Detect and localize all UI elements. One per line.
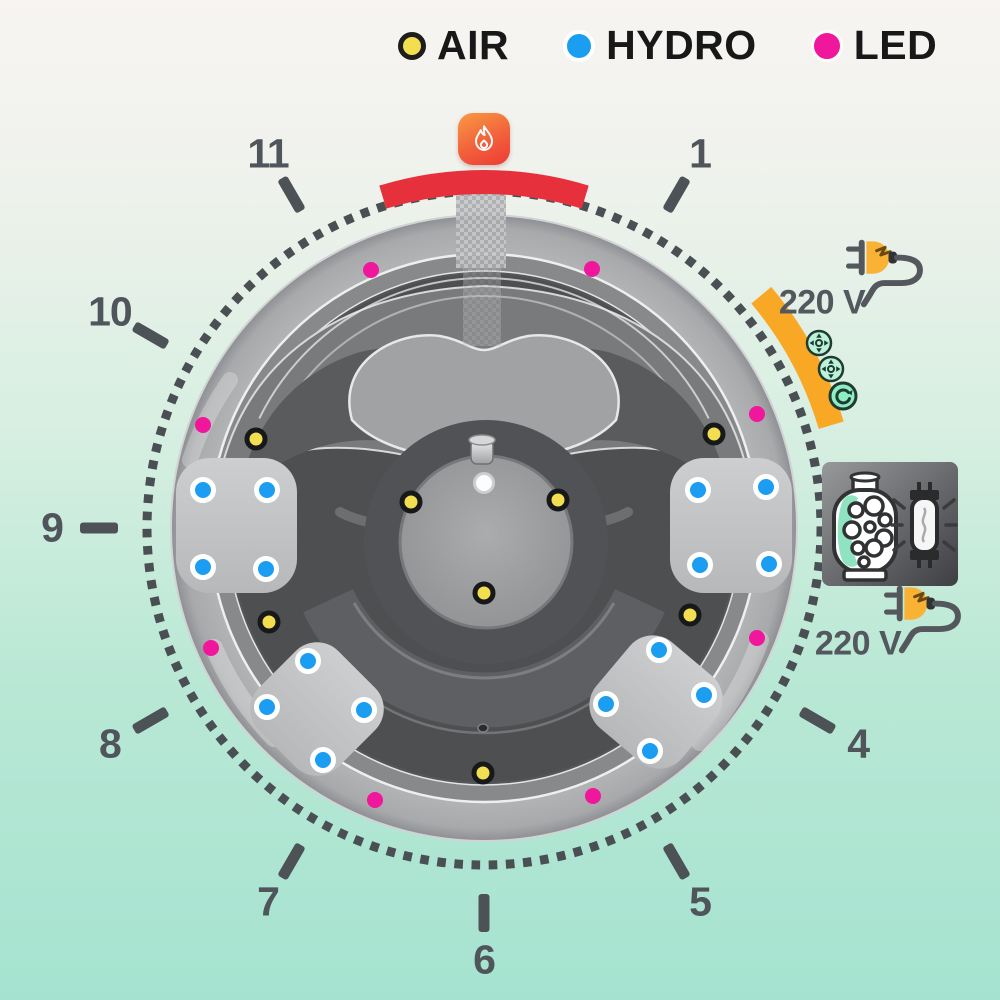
power-zone-arc	[751, 286, 844, 430]
clock-number-5: 5	[689, 878, 712, 925]
clock-number-8: 8	[98, 720, 122, 767]
legend-item-led: LED	[810, 22, 938, 69]
air-jet-dot	[678, 603, 702, 627]
clock-number-6: 6	[473, 936, 496, 983]
hydro-jet-dot	[646, 637, 672, 663]
legend-item-air: AIR	[398, 22, 509, 69]
hydro-jet-dot	[254, 694, 280, 720]
led-light-dot	[363, 262, 379, 278]
drain	[477, 723, 489, 733]
clock-number-4: 4	[847, 720, 870, 767]
clock-number-1: 1	[689, 130, 712, 177]
hydro-jet-dot	[753, 474, 779, 500]
hydro-jet-dot	[254, 477, 280, 503]
legend-item-hydro: HYDRO	[563, 22, 757, 69]
air-jet-dot	[399, 490, 423, 514]
filter-pump-icon	[832, 471, 898, 582]
seat-pad-bottom-right	[589, 635, 723, 769]
led-light-dot	[749, 406, 765, 422]
clock-tick	[80, 522, 118, 534]
spa-light-dot	[473, 472, 495, 494]
air-jet-dot	[471, 761, 495, 785]
chrome-fitting	[468, 434, 496, 465]
uv-lamp-icon	[890, 482, 958, 568]
air-jet-dot	[472, 581, 496, 605]
hydro-jet-dot	[756, 551, 782, 577]
air-jet-dot	[702, 422, 726, 446]
clock-tick	[478, 894, 490, 932]
air-jet-dot	[257, 610, 281, 634]
power-plug-top-icon	[846, 239, 923, 308]
flame-icon	[475, 125, 493, 151]
air-jet-dot	[546, 488, 570, 512]
hydro-jet-dot	[310, 747, 336, 773]
air-control-icons	[805, 329, 858, 411]
hydro-jet-dot	[190, 554, 216, 580]
hydro-jet-dot	[295, 648, 321, 674]
led-light-dot	[367, 792, 383, 808]
led-light-dot	[749, 630, 765, 646]
hydro-jet-dot	[253, 556, 279, 582]
hydro-jet-dot	[691, 682, 717, 708]
equipment-box	[822, 462, 958, 586]
hydro-jet-dot	[351, 697, 377, 723]
voltage-label-bottom: 220 V	[814, 624, 902, 663]
hydro-jet-icon	[563, 29, 596, 62]
seat-pad-bottom-left	[250, 642, 384, 776]
power-plug-bottom-icon	[884, 585, 961, 654]
footwell	[303, 420, 665, 735]
legend-label: HYDRO	[606, 22, 757, 68]
air-flow-control-icon	[805, 329, 833, 357]
clock-number-10: 10	[88, 288, 133, 335]
led-light-dot	[195, 417, 211, 433]
hydro-jet-dot	[190, 477, 216, 503]
led-light-dot	[584, 261, 600, 277]
hydro-jet-dot	[593, 691, 619, 717]
heater-icon	[458, 113, 510, 165]
air-flow-control-icon	[817, 355, 845, 383]
air-jet-dot	[244, 427, 268, 451]
rotate-control-icon	[828, 381, 858, 411]
hydro-jet-dot	[685, 477, 711, 503]
air-jet-icon	[398, 31, 426, 60]
heater-zone-arc	[379, 169, 589, 209]
led-light-dot	[203, 640, 219, 656]
waterfall-feature	[456, 174, 506, 346]
hydro-jet-dot	[687, 552, 713, 578]
legend: AIR HYDRO LED	[398, 22, 937, 69]
legend-label: AIR	[437, 22, 510, 68]
clock-number-9: 9	[41, 504, 64, 551]
legend-label: LED	[853, 22, 938, 68]
led-light-icon	[810, 29, 843, 62]
voltage-label-top: 220 V	[778, 283, 866, 322]
clock-number-7: 7	[257, 878, 280, 925]
clock-number-11: 11	[247, 130, 289, 177]
hydro-jet-dot	[637, 738, 663, 764]
led-light-dot	[585, 788, 601, 804]
